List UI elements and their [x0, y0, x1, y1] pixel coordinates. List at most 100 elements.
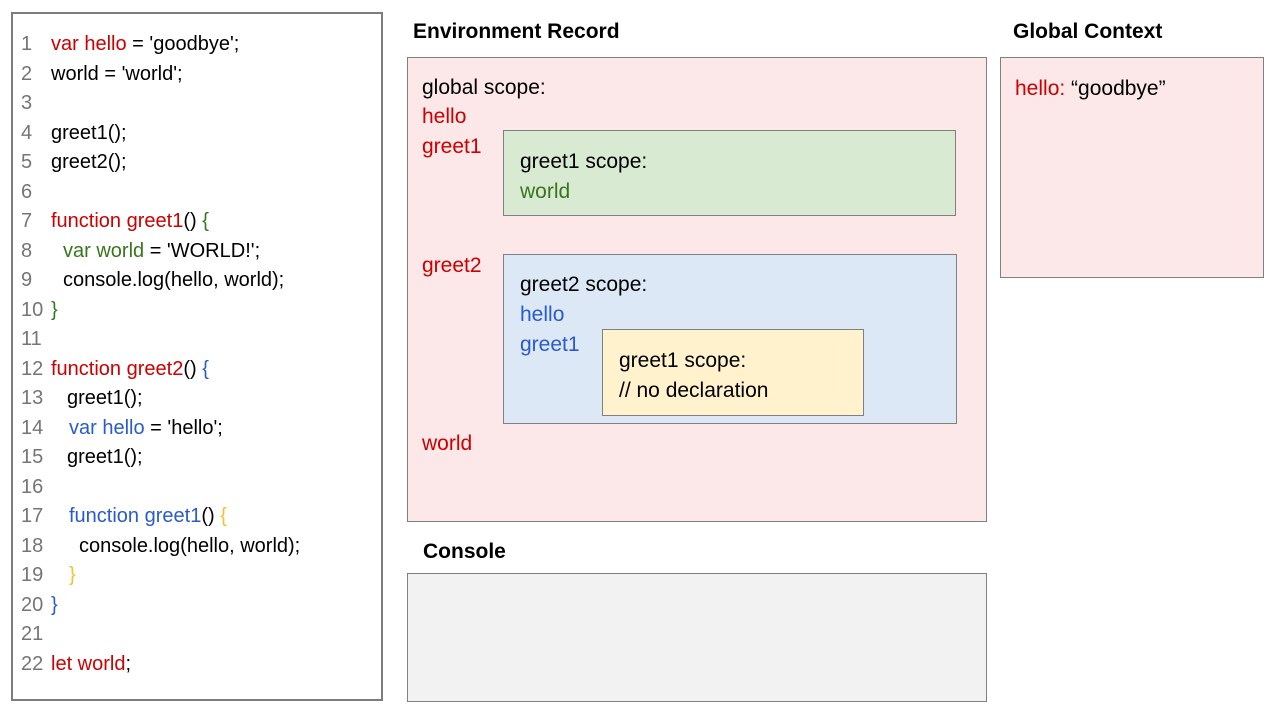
inner-greet1-scope-comment: // no declaration	[619, 379, 769, 402]
console-title: Console	[423, 540, 506, 563]
code-token: function greet1	[69, 505, 202, 527]
global-scope-box: global scope: hello greet1 greet2 world …	[407, 57, 987, 522]
global-scope-label: global scope:	[422, 76, 546, 99]
code-line: 22 let world;	[13, 650, 381, 680]
code-text: greet1();	[51, 387, 143, 409]
greet2-scope-entry-hello: hello	[520, 303, 565, 326]
env-label-hello: hello	[422, 105, 467, 128]
code-text: greet2();	[51, 151, 127, 173]
code-text: function greet1() {	[51, 210, 209, 232]
console-output-box	[407, 573, 987, 702]
code-line: 4 greet1();	[13, 119, 381, 149]
global-context-title: Global Context	[1013, 20, 1163, 43]
line-number: 10	[21, 298, 44, 321]
line-number: 16	[21, 475, 44, 498]
code-token: greet1();	[51, 121, 127, 144]
global-context-value: “goodbye”	[1071, 77, 1166, 100]
inner-greet1-scope-box: greet1 scope: // no declaration	[602, 329, 864, 416]
greet2-scope-entry-greet1: greet1	[520, 333, 580, 356]
code-line: 10}	[13, 296, 381, 326]
code-text: world = 'world';	[51, 63, 183, 85]
code-text: console.log(hello, world);	[51, 535, 300, 557]
code-line: 18 console.log(hello, world);	[13, 532, 381, 562]
code-text: greet1();	[51, 446, 143, 468]
code-line: 19}	[13, 561, 381, 591]
code-token: var world	[63, 239, 145, 262]
code-token: let world	[51, 652, 126, 675]
line-number: 9	[21, 269, 33, 291]
code-line: 3	[13, 89, 381, 119]
code-text: function greet1() {	[51, 505, 227, 527]
line-number: 17	[21, 505, 44, 527]
code-text: let world;	[51, 653, 131, 675]
code-token: greet1();	[67, 387, 143, 409]
code-line: 21	[13, 620, 381, 650]
code-token: console.log(hello, world);	[79, 534, 301, 557]
code-token: world = 'world';	[51, 62, 183, 85]
code-text: console.log(hello, world);	[51, 269, 284, 291]
line-number: 14	[21, 416, 44, 439]
code-token: }	[51, 593, 58, 616]
line-number: 3	[21, 92, 33, 114]
line-number: 22	[21, 652, 44, 675]
line-number: 6	[21, 180, 33, 203]
code-token: {	[202, 357, 209, 380]
code-line: 8 var world = 'WORLD!';	[13, 237, 381, 267]
code-line: 7 function greet1() {	[13, 207, 381, 237]
greet2-scope-title: greet2 scope:	[520, 273, 648, 296]
code-text: }	[51, 564, 76, 586]
code-line: 13 greet1();	[13, 384, 381, 414]
line-number: 1	[21, 33, 33, 55]
code-token: var hello	[69, 416, 145, 439]
greet1-scope-entry-world: world	[520, 180, 571, 203]
code-text: var hello = 'goodbye';	[51, 33, 239, 55]
line-number: 5	[21, 151, 33, 173]
code-panel: 1 var hello = 'goodbye'; 2 world = 'world';…	[11, 12, 383, 701]
code-token: ;	[125, 652, 132, 675]
line-number: 18	[21, 534, 44, 557]
code-text: var hello = 'hello';	[51, 417, 223, 439]
greet1-scope-box: greet1 scope: world	[503, 130, 956, 216]
code-token: ()	[201, 505, 221, 527]
code-token: {	[220, 505, 227, 527]
code-text: var world = 'WORLD!';	[51, 240, 260, 262]
code-line: 16	[13, 473, 381, 503]
line-number: 8	[21, 239, 33, 262]
code-line: 6	[13, 178, 381, 208]
code-token: ()	[183, 357, 203, 380]
code-token: = 'goodbye';	[126, 33, 240, 55]
line-number: 7	[21, 210, 33, 232]
code-token: function greet2	[51, 357, 184, 380]
code-line: 9 console.log(hello, world);	[13, 266, 381, 296]
code-token: greet2();	[51, 151, 127, 173]
code-token: function greet1	[51, 210, 184, 232]
global-context-key: hello:	[1015, 77, 1066, 100]
code-line: 5 greet2();	[13, 148, 381, 178]
code-line: 20}	[13, 591, 381, 621]
code-token: = 'hello';	[144, 416, 223, 439]
code-text: }	[51, 594, 58, 616]
line-number: 11	[21, 328, 42, 350]
code-token: }	[51, 298, 58, 321]
code-line: 1 var hello = 'goodbye';	[13, 30, 381, 60]
code-line: 11	[13, 325, 381, 355]
line-number: 2	[21, 62, 33, 85]
code-text: function greet2() {	[51, 358, 209, 380]
line-number: 21	[21, 623, 44, 645]
code-line: 2 world = 'world';	[13, 60, 381, 90]
greet2-scope-box: greet2 scope: hello greet1 greet1 scope:…	[503, 254, 957, 424]
global-context-box: hello: “goodbye”	[1000, 57, 1264, 278]
line-number: 19	[21, 564, 44, 586]
line-number: 4	[21, 121, 33, 144]
code-text: greet1();	[51, 122, 127, 144]
code-token: ()	[183, 210, 203, 232]
code-token: console.log(hello, world);	[63, 269, 285, 291]
env-label-greet1: greet1	[422, 135, 482, 158]
env-label-greet2: greet2	[422, 254, 482, 277]
line-number: 13	[21, 387, 44, 409]
inner-greet1-scope-title: greet1 scope:	[619, 349, 747, 372]
code-token: {	[202, 210, 209, 232]
